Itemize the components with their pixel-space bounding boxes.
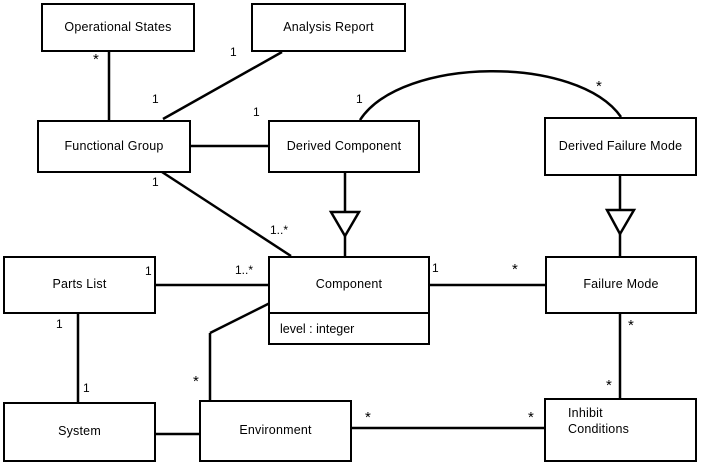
class-name-inhibit-conditions: Inhibit Conditions bbox=[568, 406, 630, 436]
class-box-failure-mode[interactable]: Failure Mode bbox=[545, 256, 697, 314]
multiplicity-label-system-top: 1 bbox=[83, 381, 90, 395]
class-box-component[interactable]: Component level : integer bbox=[268, 256, 430, 345]
class-box-environment[interactable]: Environment bbox=[199, 400, 352, 462]
multiplicity-label-environment-right: * bbox=[365, 409, 371, 426]
class-box-parts-list[interactable]: Parts List bbox=[3, 256, 156, 314]
class-attribute-component-level: level : integer bbox=[270, 312, 428, 343]
class-name-parts-list: Parts List bbox=[52, 277, 107, 292]
class-name-operational-states: Operational States bbox=[64, 19, 172, 34]
class-name-functional-group: Functional Group bbox=[64, 138, 164, 153]
multiplicity-label-inhibit-conditions-left: * bbox=[528, 409, 534, 426]
multiplicity-label-operational-states-end: * bbox=[93, 51, 99, 68]
class-box-operational-states[interactable]: Operational States bbox=[41, 3, 195, 52]
edge-derived-component-derived-failure-mode-arc bbox=[358, 70, 623, 121]
multiplicity-label-derived-component-arc: 1 bbox=[356, 92, 363, 106]
class-name-derived-failure-mode: Derived Failure Mode bbox=[558, 138, 683, 153]
multiplicity-label-functional-group-bottom: 1 bbox=[152, 175, 159, 189]
edge-functional-group-component bbox=[161, 170, 292, 258]
class-box-derived-component[interactable]: Derived Component bbox=[268, 120, 420, 173]
multiplicity-label-environment-top: * bbox=[193, 373, 199, 390]
multiplicity-label-component-left: 1..* bbox=[235, 263, 254, 277]
class-box-derived-failure-mode[interactable]: Derived Failure Mode bbox=[544, 117, 697, 176]
multiplicity-label-derived-failure-mode-arc: * bbox=[596, 78, 602, 95]
multiplicity-label-failure-mode-bottom: * bbox=[628, 317, 634, 334]
multiplicity-label-component-right: 1 bbox=[432, 261, 439, 275]
multiplicity-label-derived-component-left: 1 bbox=[253, 105, 260, 119]
edge-component-environment-diagonal bbox=[209, 301, 271, 335]
class-name-analysis-report: Analysis Report bbox=[283, 19, 374, 34]
class-box-inhibit-conditions[interactable]: Inhibit Conditions bbox=[544, 398, 697, 462]
class-name-system: System bbox=[58, 424, 101, 439]
multiplicity-label-failure-mode-left: * bbox=[512, 261, 518, 278]
multiplicity-label-analysis-report-end: 1 bbox=[230, 45, 237, 59]
generalization-triangle-derived-failure-mode bbox=[604, 208, 637, 237]
class-box-analysis-report[interactable]: Analysis Report bbox=[251, 3, 406, 52]
class-name-component: Component bbox=[315, 277, 383, 292]
multiplicity-label-functional-group-top: 1 bbox=[152, 92, 159, 106]
class-name-failure-mode: Failure Mode bbox=[583, 277, 659, 292]
multiplicity-label-inhibit-conditions-top: * bbox=[606, 377, 612, 394]
class-box-system[interactable]: System bbox=[3, 402, 156, 462]
multiplicity-label-parts-list-right: 1 bbox=[145, 264, 152, 278]
multiplicity-label-parts-list-bottom: 1 bbox=[56, 317, 63, 331]
edge-analysis-report-functional-group bbox=[162, 50, 283, 121]
class-box-functional-group[interactable]: Functional Group bbox=[37, 120, 191, 173]
class-name-environment: Environment bbox=[239, 423, 312, 438]
multiplicity-label-component-upper-left: 1..* bbox=[270, 223, 289, 237]
generalization-triangle-derived-component bbox=[328, 210, 362, 239]
class-name-derived-component: Derived Component bbox=[286, 138, 402, 153]
